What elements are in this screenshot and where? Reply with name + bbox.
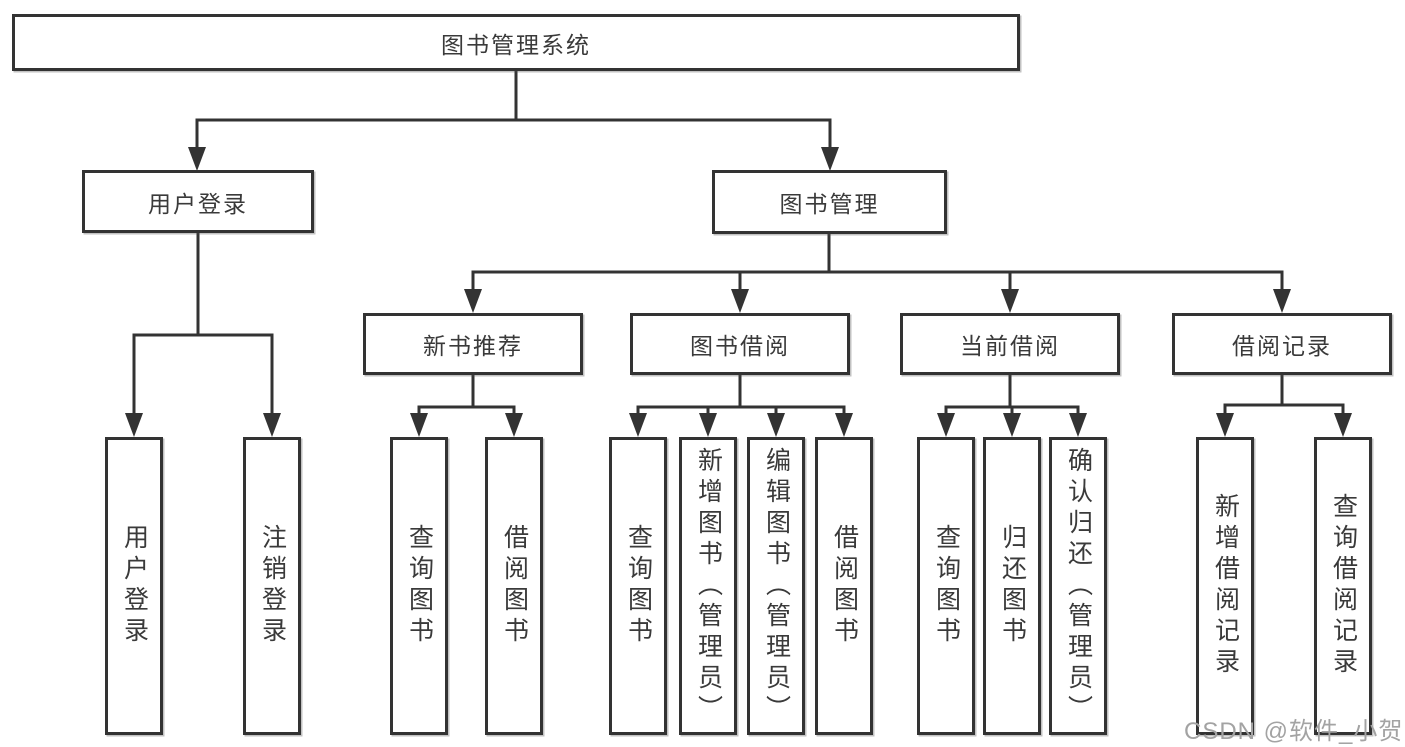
node-borrow-record: 借阅记录 bbox=[1172, 313, 1392, 375]
node-book-management: 图书管理 bbox=[712, 170, 947, 234]
node-book-borrow: 图书借阅 bbox=[630, 313, 850, 375]
leaf-nb-query-book: 查询图书 bbox=[390, 437, 448, 735]
leaf-br-query-record-label: 查询借阅记录 bbox=[1329, 493, 1358, 679]
leaf-br-add-record-label: 新增借阅记录 bbox=[1211, 493, 1240, 679]
connector-segments bbox=[132, 69, 1345, 420]
leaf-user-login-label: 用户登录 bbox=[120, 524, 149, 648]
leaf-bb-borrow-book: 借阅图书 bbox=[815, 437, 873, 735]
leaf-nb-borrow-book: 借阅图书 bbox=[485, 437, 543, 735]
leaf-bb-add-book-label: 新增图书（管理员） bbox=[694, 446, 723, 726]
node-user-login: 用户登录 bbox=[82, 170, 314, 233]
node-root: 图书管理系统 bbox=[12, 14, 1020, 71]
leaf-user-login: 用户登录 bbox=[105, 437, 163, 735]
leaf-cb-return-book: 归还图书 bbox=[983, 437, 1041, 735]
leaf-bb-borrow-book-label: 借阅图书 bbox=[830, 524, 859, 648]
leaf-bb-add-book: 新增图书（管理员） bbox=[679, 437, 737, 735]
watermark: CSDN @软件_小贺同学 bbox=[1184, 718, 1405, 745]
leaf-bb-query-book-label: 查询图书 bbox=[624, 524, 653, 648]
node-current-borrow: 当前借阅 bbox=[900, 313, 1120, 375]
leaf-cb-confirm-return: 确认归还（管理员） bbox=[1049, 437, 1107, 735]
leaf-nb-query-book-label: 查询图书 bbox=[405, 524, 434, 648]
leaf-bb-edit-book-label: 编辑图书（管理员） bbox=[762, 446, 791, 726]
leaf-cb-query-book: 查询图书 bbox=[917, 437, 975, 735]
leaf-nb-borrow-book-label: 借阅图书 bbox=[500, 524, 529, 648]
leaf-bb-edit-book: 编辑图书（管理员） bbox=[747, 437, 805, 735]
leaf-cb-return-book-label: 归还图书 bbox=[998, 524, 1027, 648]
leaf-br-query-record: 查询借阅记录 bbox=[1314, 437, 1372, 735]
leaf-logout: 注销登录 bbox=[243, 437, 301, 735]
leaf-logout-label: 注销登录 bbox=[258, 524, 287, 648]
node-new-book-recommend: 新书推荐 bbox=[363, 313, 583, 375]
arrowheads bbox=[125, 147, 1352, 437]
leaf-br-add-record: 新增借阅记录 bbox=[1196, 437, 1254, 735]
leaf-cb-query-book-label: 查询图书 bbox=[932, 524, 961, 648]
leaf-cb-confirm-return-label: 确认归还（管理员） bbox=[1064, 446, 1093, 726]
leaf-bb-query-book: 查询图书 bbox=[609, 437, 667, 735]
